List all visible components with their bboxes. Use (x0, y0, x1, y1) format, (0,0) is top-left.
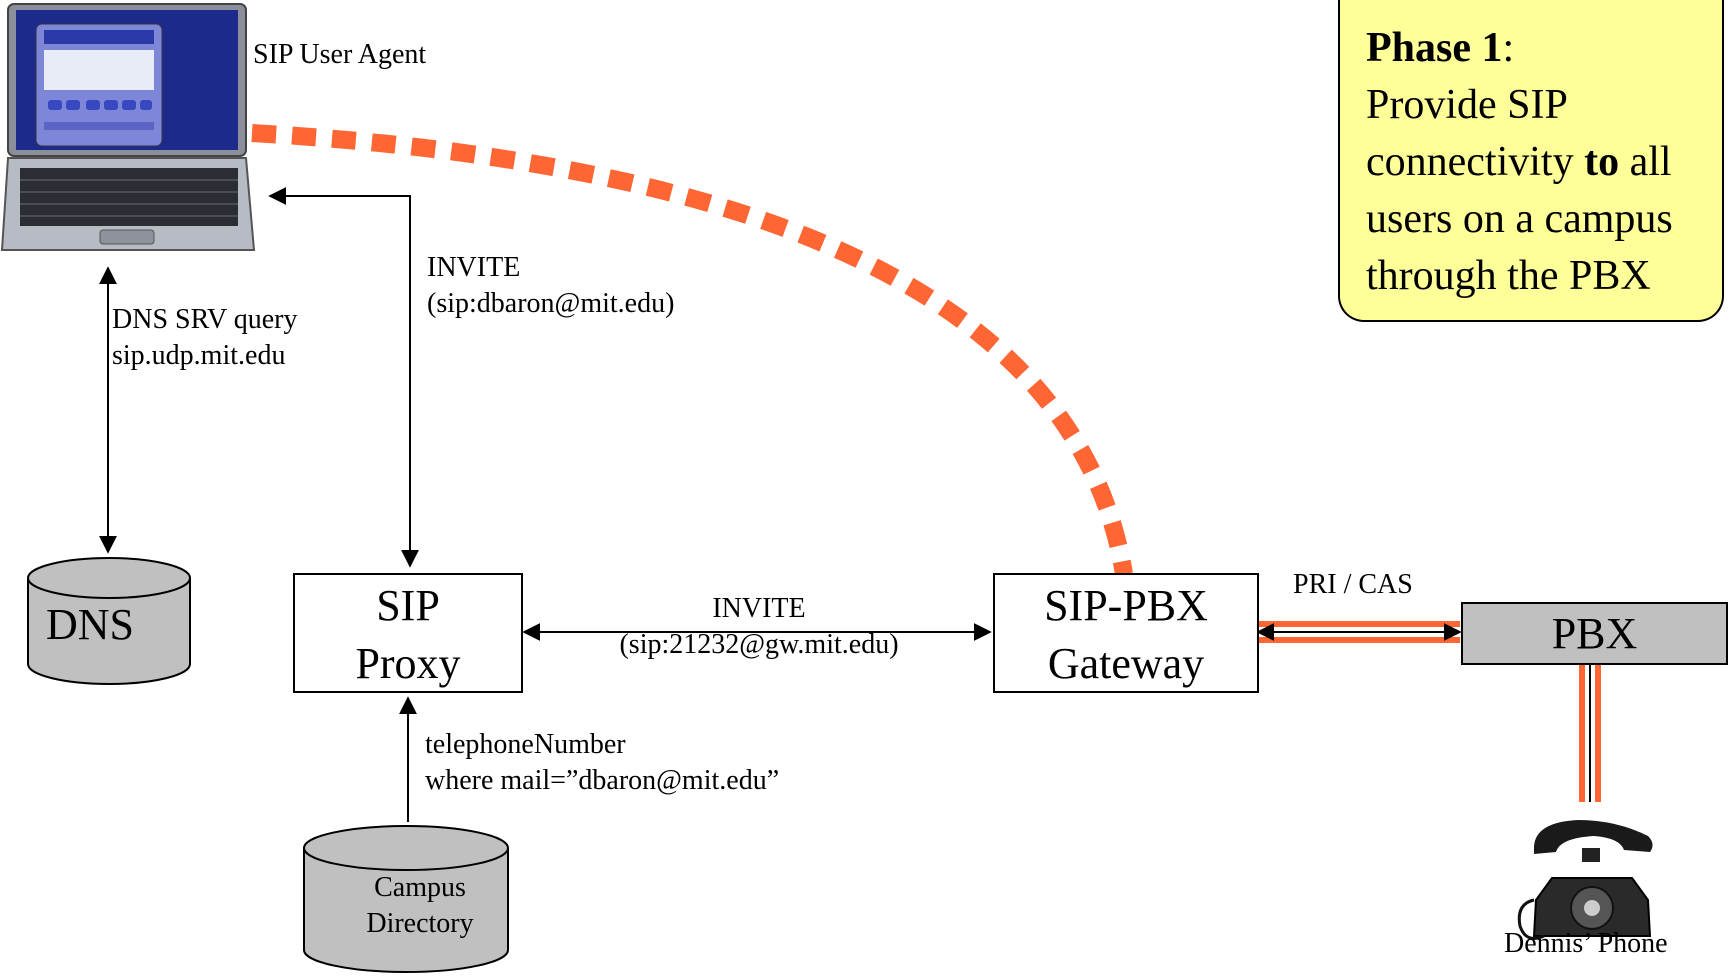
invite-ua-line2: (sip:dbaron@mit.edu) (427, 288, 675, 319)
invite-ua-arrow (268, 187, 419, 568)
gateway-line1: SIP-PBX (1044, 581, 1208, 630)
logical-path-dashed-arc (251, 124, 1133, 576)
trunk-label: PRI / CAS (1293, 569, 1413, 600)
gateway-line2: Gateway (1047, 639, 1205, 688)
pbx-box (1461, 602, 1728, 665)
callout-line2: connectivity to all (1366, 134, 1722, 191)
laptop-icon (0, 3, 256, 251)
sip-proxy-box (293, 573, 523, 693)
gateway-label: SIP-PBX Gateway (994, 577, 1258, 693)
callout-line3: users on a campus (1366, 196, 1673, 242)
callout-line2-c: all (1619, 139, 1672, 185)
pri-cas-trunk (1256, 621, 1462, 643)
invite-gw-label: INVITE (sip:21232@gw.mit.edu) (598, 591, 920, 663)
callout-heading: Phase 1: (1366, 20, 1722, 77)
dns-query-label: DNS SRV query sip.udp.mit.edu (112, 302, 298, 374)
invite-gw-line1: INVITE (712, 593, 806, 624)
dns-query-line2: sip.udp.mit.edu (112, 340, 286, 371)
dns-query-line1: DNS SRV query (112, 304, 298, 335)
directory-query-label: telephoneNumber where mail=”dbaron@mit.e… (425, 727, 779, 799)
callout-line2-b: to (1584, 139, 1620, 185)
campus-directory-line1: Campus (374, 872, 466, 903)
campus-directory-line2: Directory (366, 908, 474, 939)
pbx-label: PBX (1551, 609, 1638, 658)
campus-directory-label: Campus Directory (340, 870, 500, 942)
dns-database (27, 557, 191, 685)
callout-line1: Provide SIP (1366, 82, 1568, 128)
callout-line2-a: connectivity (1366, 139, 1585, 185)
dns-label: DNS (46, 600, 135, 649)
campus-directory-database (303, 825, 509, 973)
phase-callout: Phase 1: Provide SIP connectivity to all… (1338, 0, 1724, 322)
telephone-icon (1517, 820, 1653, 940)
callout-line4: through the PBX (1366, 253, 1651, 299)
sip-proxy-label: SIP Proxy (294, 577, 522, 693)
directory-query-line1: telephoneNumber (425, 729, 626, 760)
user-agent-label: SIP User Agent (253, 39, 427, 70)
pbx-phone-line (1579, 664, 1601, 802)
directory-query-line2: where mail=”dbaron@mit.edu” (425, 765, 780, 796)
invite-ua-line1: INVITE (427, 252, 521, 283)
phone-label: Dennis’ Phone (1504, 928, 1668, 959)
sip-proxy-line1: SIP (376, 581, 440, 630)
sip-proxy-line2: Proxy (355, 639, 461, 688)
invite-ua-label: INVITE (sip:dbaron@mit.edu) (427, 250, 674, 322)
invite-gw-line2: (sip:21232@gw.mit.edu) (619, 629, 899, 660)
gateway-box (993, 573, 1259, 693)
callout-colon: : (1502, 25, 1515, 71)
callout-phase: Phase 1 (1366, 25, 1503, 71)
